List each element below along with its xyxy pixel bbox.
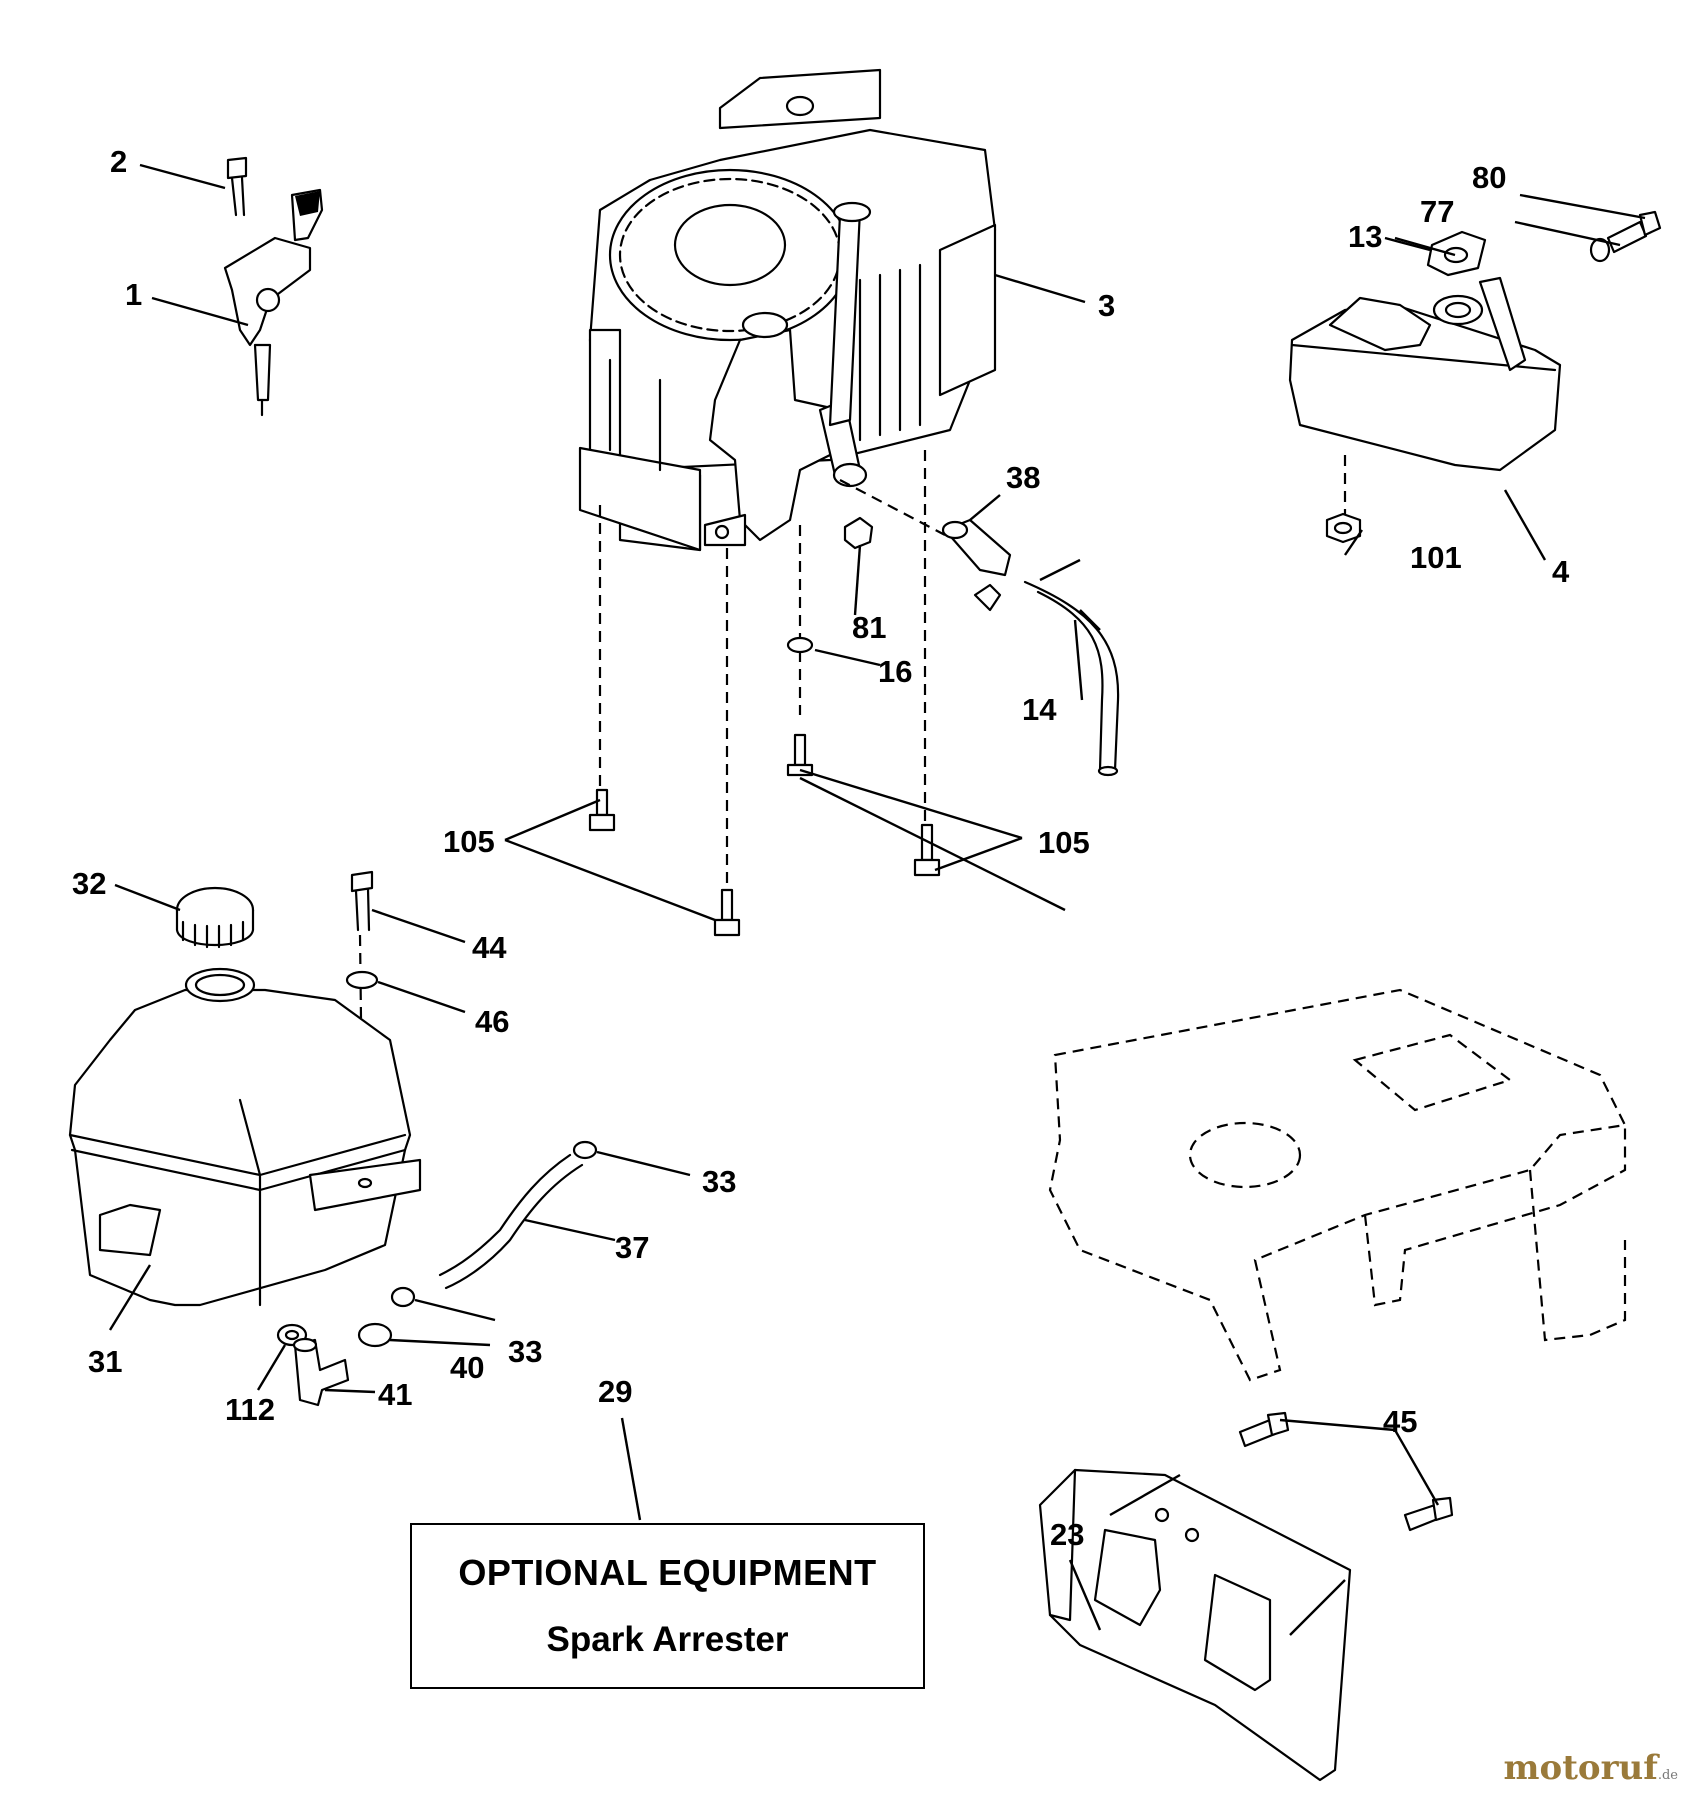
callout-14: 14 xyxy=(1022,692,1057,727)
callout-45: 45 xyxy=(1383,1404,1417,1439)
callout-44: 44 xyxy=(472,930,507,965)
callout-81: 81 xyxy=(852,610,886,645)
callout-38: 38 xyxy=(1006,460,1040,495)
callout-40: 40 xyxy=(450,1350,484,1385)
optional-equipment-title: OPTIONAL EQUIPMENT xyxy=(458,1552,877,1593)
callout-112: 112 xyxy=(225,1392,275,1427)
watermark-logo: motoruf.de xyxy=(1504,1748,1678,1788)
callout-29: 29 xyxy=(598,1374,632,1409)
frame xyxy=(1048,988,1627,1382)
callout-23: 23 xyxy=(1050,1517,1084,1552)
watermark-brand: motoruf xyxy=(1503,1748,1658,1788)
callout-33a: 33 xyxy=(702,1164,736,1199)
spark-arrester-label: Spark Arrester xyxy=(546,1620,789,1659)
callout-2: 2 xyxy=(110,144,127,179)
watermark-tld: .de xyxy=(1657,1768,1678,1783)
engine-hardware xyxy=(588,516,1120,937)
callout-1: 1 xyxy=(125,277,142,312)
callout-numbers: 1 2 3 4 13 14 16 23 29 31 32 33 33 37 38… xyxy=(72,144,1570,1552)
callout-16: 16 xyxy=(878,654,912,689)
callout-33b: 33 xyxy=(508,1334,542,1369)
callout-32: 32 xyxy=(72,866,106,901)
fuel-line-parts xyxy=(276,1140,598,1407)
alignment-lines xyxy=(358,450,1347,1186)
callout-3: 3 xyxy=(1098,288,1115,323)
muffler xyxy=(1288,210,1662,544)
callout-4: 4 xyxy=(1552,554,1570,589)
callout-37: 37 xyxy=(615,1230,649,1265)
callout-105a: 105 xyxy=(443,824,495,859)
callout-46: 46 xyxy=(475,1004,509,1039)
callout-13: 13 xyxy=(1348,219,1382,254)
callout-41: 41 xyxy=(378,1377,412,1412)
spark-arrester-panel xyxy=(1038,1411,1454,1782)
engine xyxy=(578,68,997,552)
callout-31: 31 xyxy=(88,1344,122,1379)
fuel-tank xyxy=(68,870,422,1307)
optional-equipment-box: OPTIONAL EQUIPMENT Spark Arrester xyxy=(410,1523,925,1689)
callout-80: 80 xyxy=(1472,160,1506,195)
callout-77: 77 xyxy=(1420,194,1454,229)
leader-lines xyxy=(108,163,1646,1636)
throttle-control xyxy=(223,156,324,417)
callout-101: 101 xyxy=(1410,540,1462,575)
callout-105b: 105 xyxy=(1038,825,1090,860)
